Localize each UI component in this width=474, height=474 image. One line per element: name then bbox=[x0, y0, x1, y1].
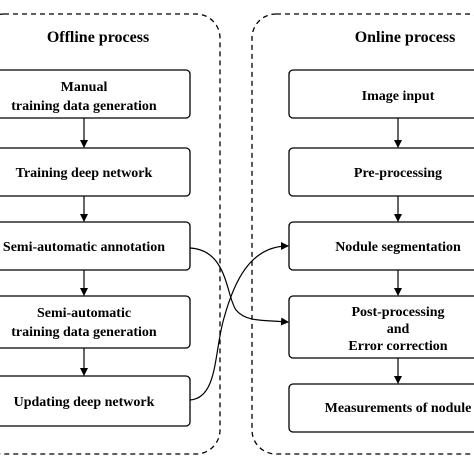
online-step-1-line-1: Image input bbox=[362, 89, 435, 104]
online-step-4-line-3: Error correction bbox=[348, 339, 447, 354]
offline-step-1-line-1: Manual bbox=[61, 80, 108, 95]
online-group-container bbox=[251, 13, 474, 455]
offline-step-5-line-1: Updating deep network bbox=[14, 395, 155, 410]
offline-step-4-box bbox=[0, 295, 191, 349]
offline-step-2-line-1: Training deep network bbox=[16, 166, 153, 181]
offline-group-title: Offline process bbox=[47, 29, 149, 46]
offline-step-3-line-1: Semi-automatic annotation bbox=[3, 240, 165, 255]
offline-step-2-box bbox=[0, 147, 191, 197]
online-step-4-line-2: and bbox=[387, 322, 410, 337]
online-step-2-box bbox=[288, 147, 474, 197]
online-step-5-line-1: Measurements of nodule bbox=[325, 401, 472, 416]
online-step-3-box bbox=[288, 221, 474, 271]
online-group-title: Online process bbox=[355, 29, 456, 46]
online-step-1-box bbox=[288, 69, 474, 119]
connector-updating-to-segmentation bbox=[189, 242, 289, 401]
online-step-3-line-1: Nodule segmentation bbox=[335, 240, 461, 255]
connector-annotation-to-postprocessing bbox=[189, 247, 289, 326]
offline-group-container bbox=[0, 13, 221, 455]
offline-step-4-line-1: Semi-automatic bbox=[37, 306, 131, 321]
online-step-4-box bbox=[288, 295, 474, 359]
offline-step-5-box bbox=[0, 375, 191, 427]
offline-step-3-box bbox=[0, 221, 191, 271]
online-step-2-line-1: Pre-processing bbox=[354, 166, 442, 181]
offline-step-4-line-2: training data generation bbox=[11, 325, 157, 340]
offline-step-1-box bbox=[0, 69, 191, 119]
online-step-5-box bbox=[288, 383, 474, 433]
online-step-4-line-1: Post-processing bbox=[351, 305, 444, 320]
offline-step-1-line-2: training data generation bbox=[11, 99, 157, 114]
